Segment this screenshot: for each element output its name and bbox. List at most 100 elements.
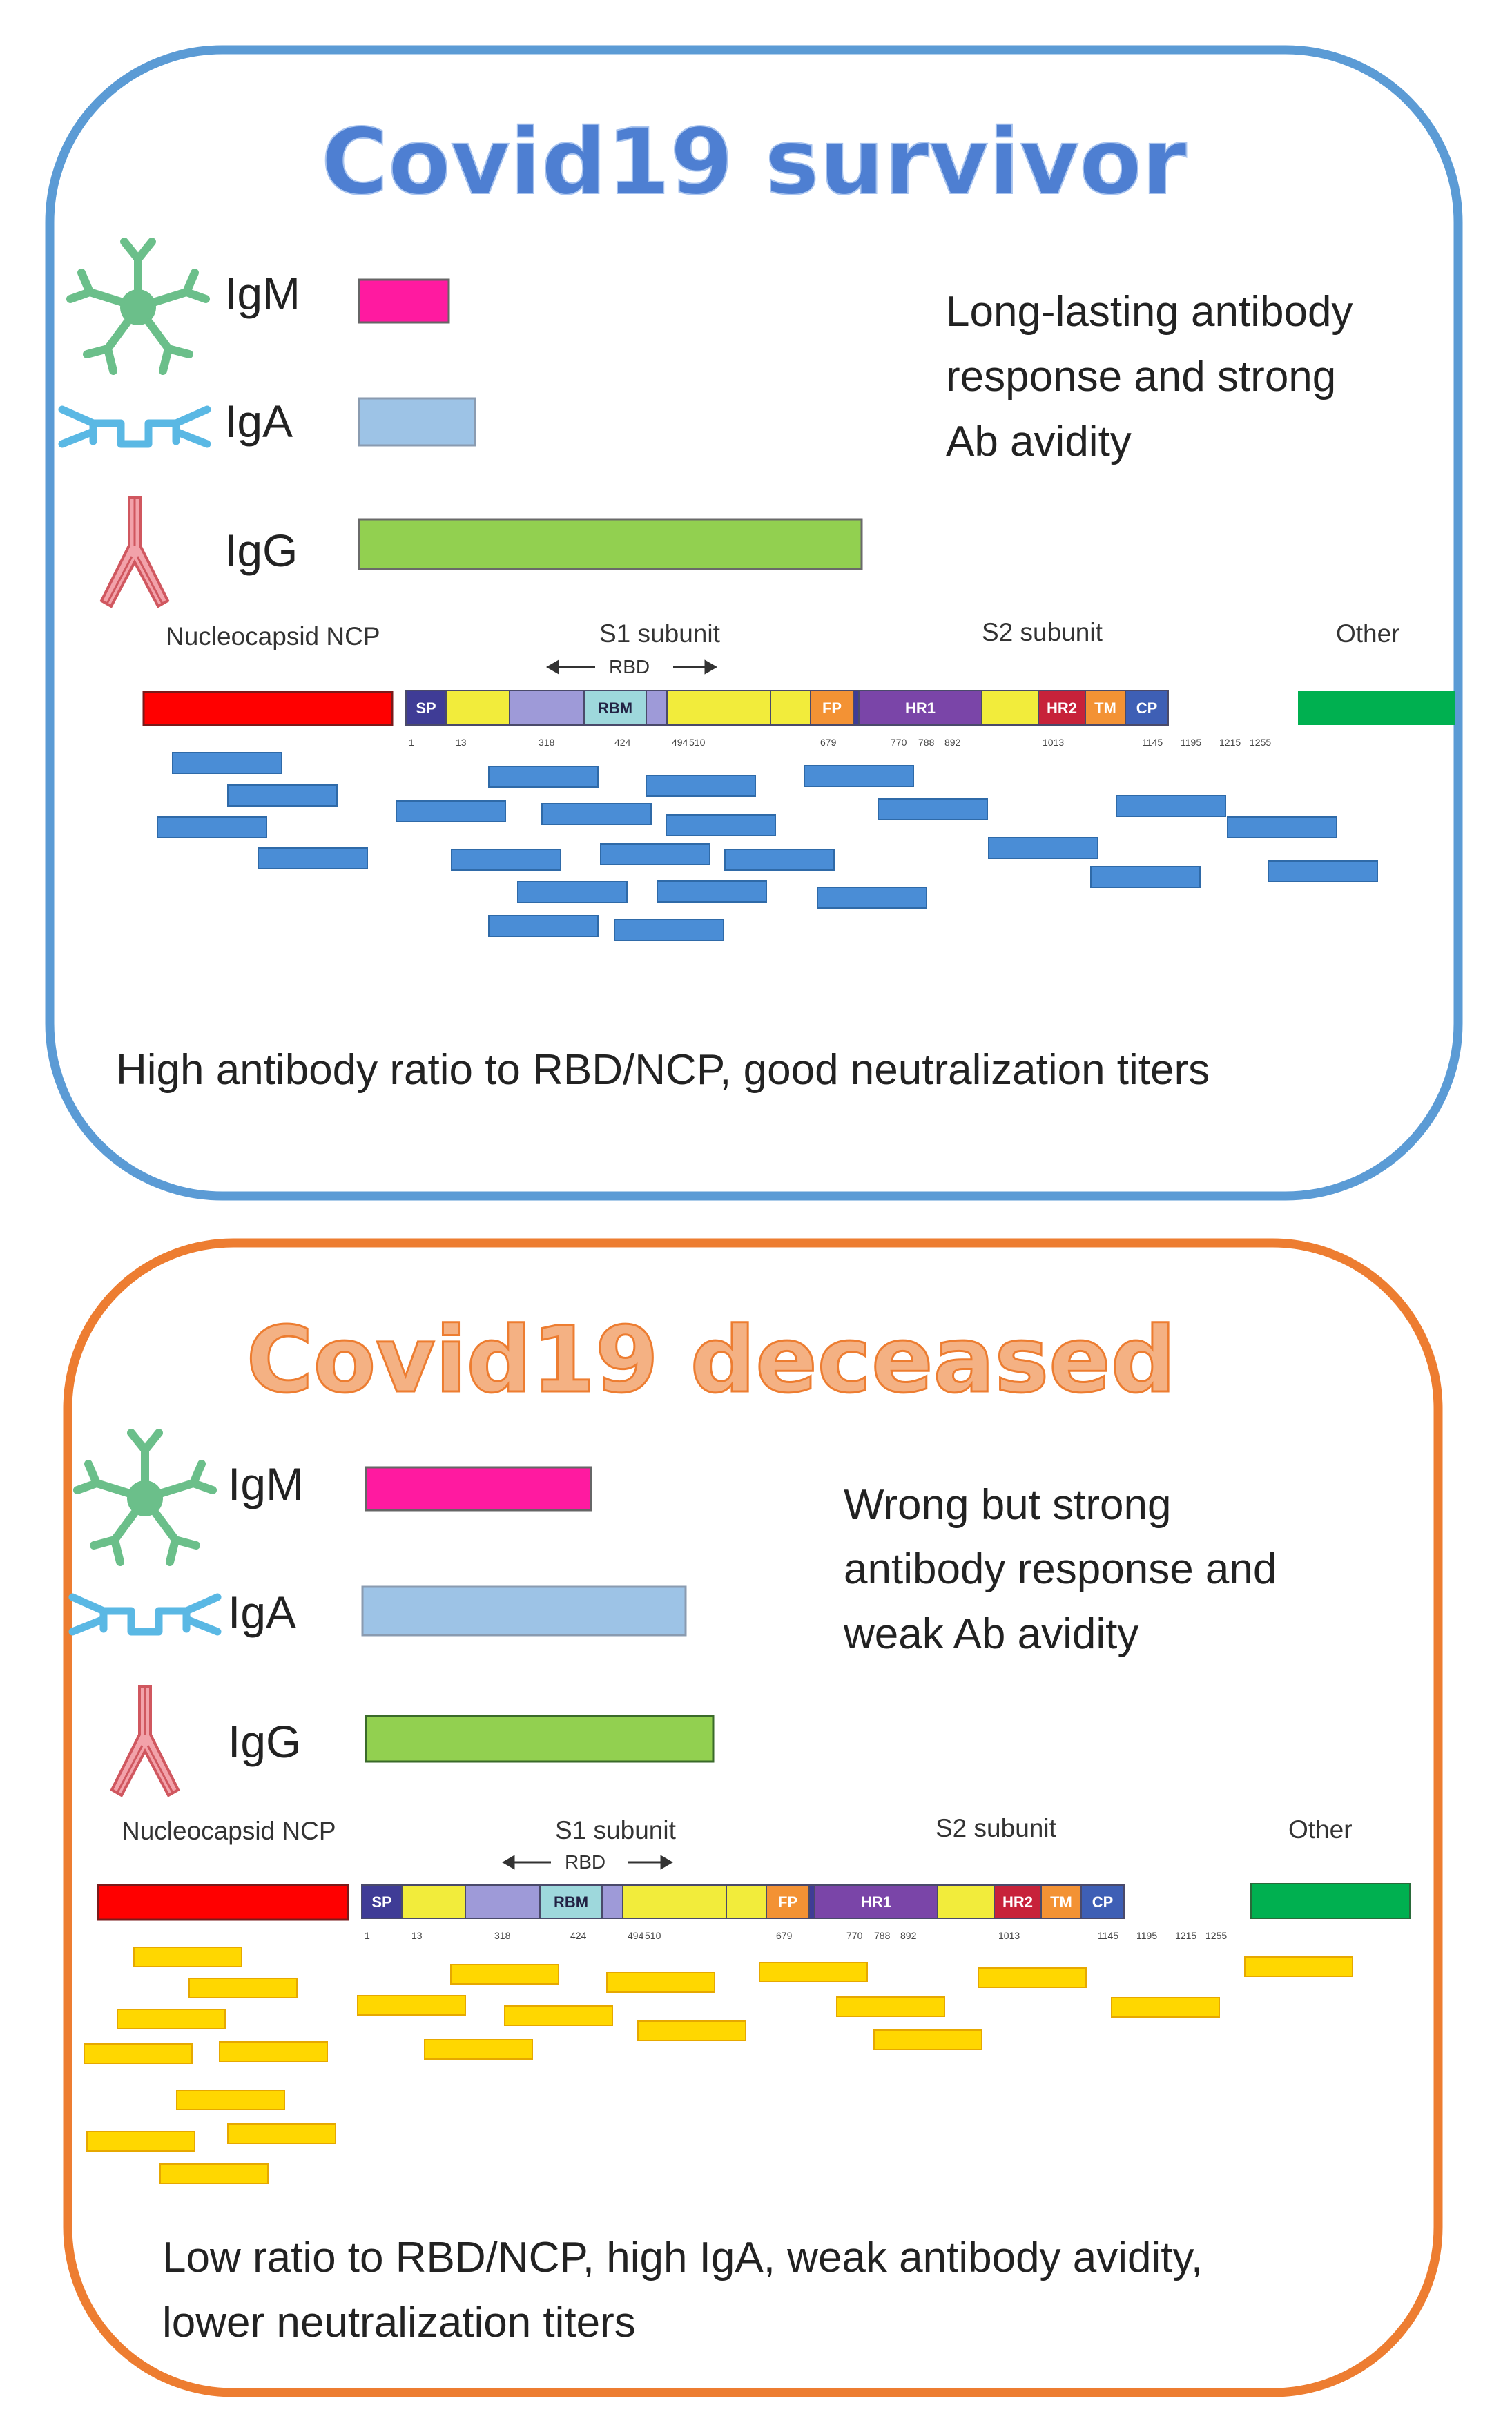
- spike-domain-segment: [509, 690, 585, 726]
- spike-domain-segment: [1038, 690, 1086, 726]
- spike-domain-segment: [539, 1884, 603, 1919]
- survivor-description-line-2: response and strong: [946, 353, 1336, 400]
- spike-domain-segment: [808, 1884, 815, 1919]
- epitope-bar: [188, 1978, 298, 1998]
- survivor-iga-bar: [358, 397, 476, 447]
- deceased-title: Covid19 deceased: [246, 1307, 1176, 1413]
- spike-domain-segment: [981, 690, 1039, 726]
- spike-domain-segment: [622, 1884, 727, 1919]
- epitope-bar: [1116, 795, 1226, 817]
- spike-residue-number: 1255: [1205, 1930, 1227, 1941]
- epitope-bar: [227, 2123, 336, 2144]
- spike-domain-segment: [646, 690, 668, 726]
- survivor-igm-bar: [358, 278, 450, 324]
- spike-domain-segment: [810, 690, 854, 726]
- spike-residue-number: 1013: [1043, 737, 1064, 748]
- spike-residue-number: 1: [365, 1930, 370, 1941]
- spike-residue-number: 770: [891, 737, 907, 748]
- spike-domain-label: CP: [1092, 1893, 1114, 1911]
- survivor-iga-label: IgA: [224, 396, 293, 447]
- survivor-description-line-1: Long-lasting antibody: [946, 288, 1353, 336]
- epitope-bar: [1111, 1997, 1220, 2018]
- epitope-bar: [227, 784, 338, 807]
- deceased-iga-label: IgA: [228, 1587, 296, 1638]
- deceased-ncp-bar: [97, 1884, 349, 1921]
- survivor-igg-label: IgG: [224, 525, 298, 576]
- survivor-other-bar: [1298, 691, 1455, 725]
- spike-domain-label: FP: [778, 1893, 797, 1911]
- epitope-bar: [817, 887, 927, 909]
- epitope-bar: [84, 2043, 193, 2064]
- spike-residue-number: 318: [539, 737, 555, 748]
- epitope-bar: [258, 847, 368, 869]
- epitope-bar: [1227, 816, 1337, 838]
- epitope-bar: [988, 837, 1098, 859]
- spike-domain-segment: [858, 690, 982, 726]
- spike-residue-number: 13: [456, 737, 467, 748]
- epitope-bar: [606, 1972, 715, 1993]
- deceased-igm-bar: [365, 1466, 592, 1512]
- deceased-epitope-group: [84, 1947, 1353, 2184]
- spike-domain-segment: [1040, 1884, 1082, 1919]
- deceased-s2-label: S2 subunit: [936, 1814, 1057, 1842]
- epitope-bar: [1268, 860, 1378, 882]
- deceased-footer-line-2: lower neutralization titers: [162, 2299, 636, 2346]
- spike-residue-number: 1215: [1175, 1930, 1196, 1941]
- epitope-bar: [1244, 1956, 1353, 1977]
- spike-residue-number: 494: [628, 1930, 644, 1941]
- survivor-s2-label: S2 subunit: [982, 618, 1103, 646]
- epitope-bar: [176, 2090, 285, 2110]
- deceased-igm-label: IgM: [228, 1458, 304, 1509]
- epitope-bar: [878, 798, 988, 820]
- epitope-bar: [600, 843, 710, 865]
- spike-domain-segment: [666, 690, 771, 726]
- survivor-igm-label: IgM: [224, 268, 300, 319]
- epitope-bar: [357, 1995, 466, 2016]
- epitope-bar: [646, 775, 756, 797]
- epitope-bar: [159, 2163, 269, 2184]
- spike-residue-number: 1195: [1136, 1930, 1157, 1941]
- epitope-bar: [488, 766, 599, 788]
- spike-domain-segment: [994, 1884, 1042, 1919]
- spike-residue-number: 1215: [1219, 737, 1241, 748]
- spike-residue-number: 679: [776, 1930, 793, 1941]
- spike-domain-label: CP: [1136, 699, 1158, 717]
- spike-residue-number: 788: [918, 737, 935, 748]
- spike-domain-segment: [465, 1884, 541, 1919]
- spike-domain-segment: [401, 1884, 466, 1919]
- spike-domain-label: HR1: [905, 699, 936, 717]
- epitope-bar: [86, 2131, 195, 2152]
- epitope-bar: [451, 849, 561, 871]
- deceased-rbd-arrows: [501, 1855, 674, 1870]
- spike-residue-number: 1145: [1098, 1930, 1118, 1941]
- survivor-nucleocapsid-label: Nucleocapsid NCP: [166, 622, 380, 650]
- survivor-epitope-group: [157, 752, 1378, 941]
- spike-residue-number: 679: [820, 737, 837, 748]
- epitope-bar: [759, 1962, 868, 1982]
- survivor-description-line-3: Ab avidity: [946, 418, 1132, 465]
- deceased-rbd-label: RBD: [565, 1851, 605, 1873]
- epitope-bar: [541, 803, 652, 825]
- spike-domain-label: TM: [1050, 1893, 1072, 1911]
- epitope-bar: [424, 2039, 533, 2060]
- spike-domain-label: TM: [1094, 699, 1116, 717]
- survivor-rbd-arrows: [545, 659, 718, 675]
- spike-residue-number: 1: [409, 737, 414, 748]
- epitope-bar: [873, 2029, 982, 2050]
- deceased-description-line-1: Wrong but strong: [844, 1481, 1171, 1529]
- spike-domain-label: RBM: [554, 1893, 588, 1911]
- spike-residue-number: 892: [944, 737, 961, 748]
- spike-domain-segment: [770, 690, 811, 726]
- epitope-bar: [488, 915, 599, 937]
- epitope-bar: [396, 800, 506, 822]
- spike-domain-segment: [601, 1884, 623, 1919]
- spike-residue-number: 892: [900, 1930, 917, 1941]
- survivor-s1-label: S1 subunit: [599, 619, 721, 648]
- survivor-ncp-bar: [142, 691, 394, 726]
- spike-residue-number: 1145: [1142, 737, 1163, 748]
- epitope-bar: [657, 880, 767, 903]
- survivor-rbd-label: RBD: [609, 656, 650, 677]
- epitope-bar: [637, 2020, 746, 2041]
